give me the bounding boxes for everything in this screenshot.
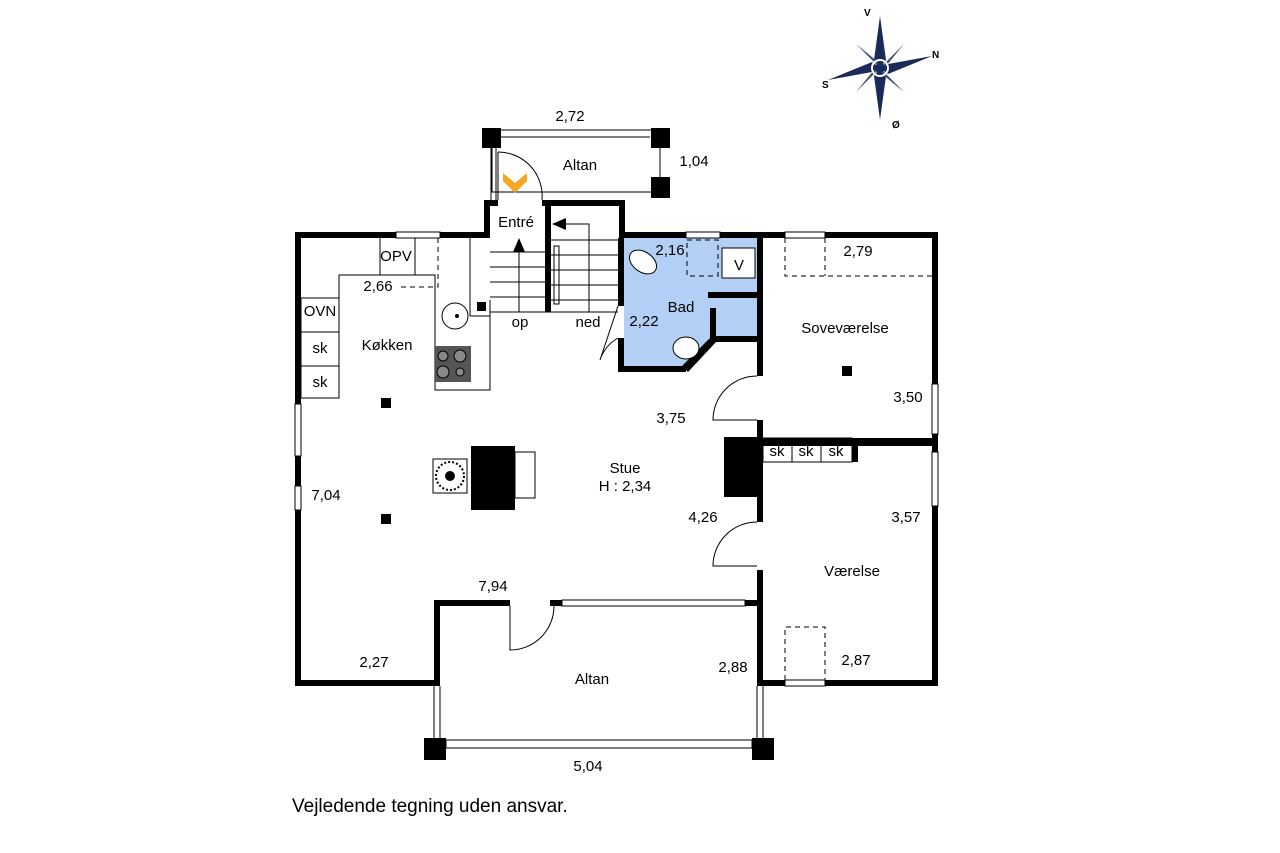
compass-east: Ø [892,120,900,131]
room-label-altan-bottom: Altan [575,671,609,688]
walls [295,200,938,686]
label-sk: sk [313,374,329,391]
doors [509,305,758,651]
bedroom-fixtures [762,238,932,680]
washbasin-icon [672,336,700,360]
dim-vaerelse-depth: 3,57 [891,509,920,526]
label-sk: sk [829,443,845,460]
windows [294,231,939,687]
label-sk: sk [770,443,786,460]
label-ovn: OVN [304,303,337,320]
compass-south: S [822,80,829,91]
dim-sove-width: 2,79 [843,243,872,260]
dining-table [471,446,515,510]
label-sk: sk [313,340,329,357]
room-label-entre: Entré [498,214,534,231]
compass-rose-icon: V N S Ø [822,8,939,131]
dim-sove-depth: 3,50 [893,389,922,406]
arrow-up-icon [513,238,525,252]
dim-bad-depth: 2,22 [629,313,658,330]
kitchen-fixtures [300,238,491,399]
top-balcony [482,128,670,201]
stove-fireplace-icon [432,458,468,494]
arrow-left-icon [552,218,566,230]
dim-altan-top-depth: 1,04 [679,153,708,170]
dim-stue-b: 4,26 [688,509,717,526]
washer-box [721,247,756,279]
staircase [490,218,618,313]
dim-altan-top-width: 2,72 [555,108,584,125]
compass-north: N [932,50,939,61]
living-room-fixtures [381,398,536,524]
disclaimer-text: Vejledende tegning uden ansvar. [292,796,568,817]
label-v: V [734,257,744,274]
room-label-bad: Bad [668,299,695,316]
room-label-stue: Stue [610,460,641,477]
dim-bad-width: 2,16 [655,242,684,259]
dim-kokken-width: 2,66 [363,278,392,295]
dim-stue-length: 7,04 [311,487,340,504]
label-opv: OPV [380,248,412,265]
room-labels: Altan Entré Køkken Bad Soveværelse Stue … [304,157,889,688]
dim-vaerelse-width: 2,87 [841,652,870,669]
dim-altan-bottom-width: 5,04 [573,758,602,775]
sink-icon [441,302,469,330]
dim-altan-bottom-depth: 2,88 [718,659,747,676]
dimension-labels: 2,72 1,04 2,66 2,16 2,22 2,79 3,50 3,75 … [311,108,922,775]
dim-stue-width: 7,94 [478,578,507,595]
label-sk: sk [799,443,815,460]
toilet-icon [628,249,658,275]
bathroom-fixtures [628,239,756,360]
label-stair-up: op [512,314,529,331]
room-label-sovevaerelse: Soveværelse [801,320,889,337]
bottom-balcony [424,686,774,760]
room-label-vaerelse: Værelse [824,563,880,580]
room-label-kokken: Køkken [362,337,413,354]
compass-west: V [864,8,871,19]
label-stair-down: ned [575,314,600,331]
dim-stue-c: 2,27 [359,654,388,671]
room-label-altan-top: Altan [563,157,597,174]
stove-icon [435,346,471,382]
entrance-marker-icon [503,173,527,193]
dim-stue-a: 3,75 [656,410,685,427]
room-label-stue-height: H : 2,34 [599,478,652,495]
